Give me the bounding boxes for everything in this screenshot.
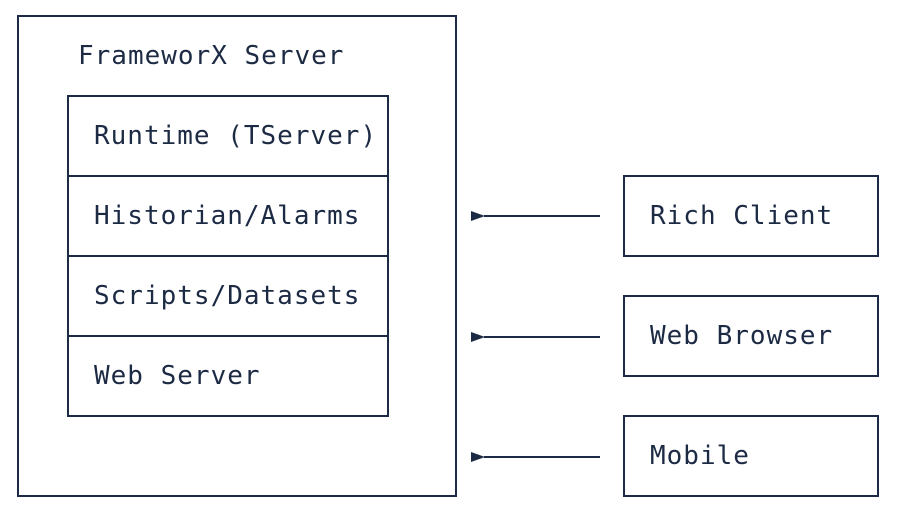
server-box: FrameworX Server [17,15,457,497]
client-rich-client: Rich Client [623,175,879,257]
client-mobile: Mobile [623,415,879,497]
server-title: FrameworX Server [78,41,344,71]
client-rich-client-label: Rich Client [650,201,833,231]
module-runtime: Runtime (TServer) [94,121,377,151]
client-mobile-label: Mobile [650,441,750,471]
client-web-browser: Web Browser [623,295,879,377]
module-scripts-datasets: Scripts/Datasets [94,281,360,311]
module-web-server: Web Server [94,361,261,391]
module-historian-alarms: Historian/Alarms [94,201,360,231]
client-web-browser-label: Web Browser [650,321,833,351]
module-stack: Runtime (TServer) Historian/Alarms Scrip… [67,95,389,417]
